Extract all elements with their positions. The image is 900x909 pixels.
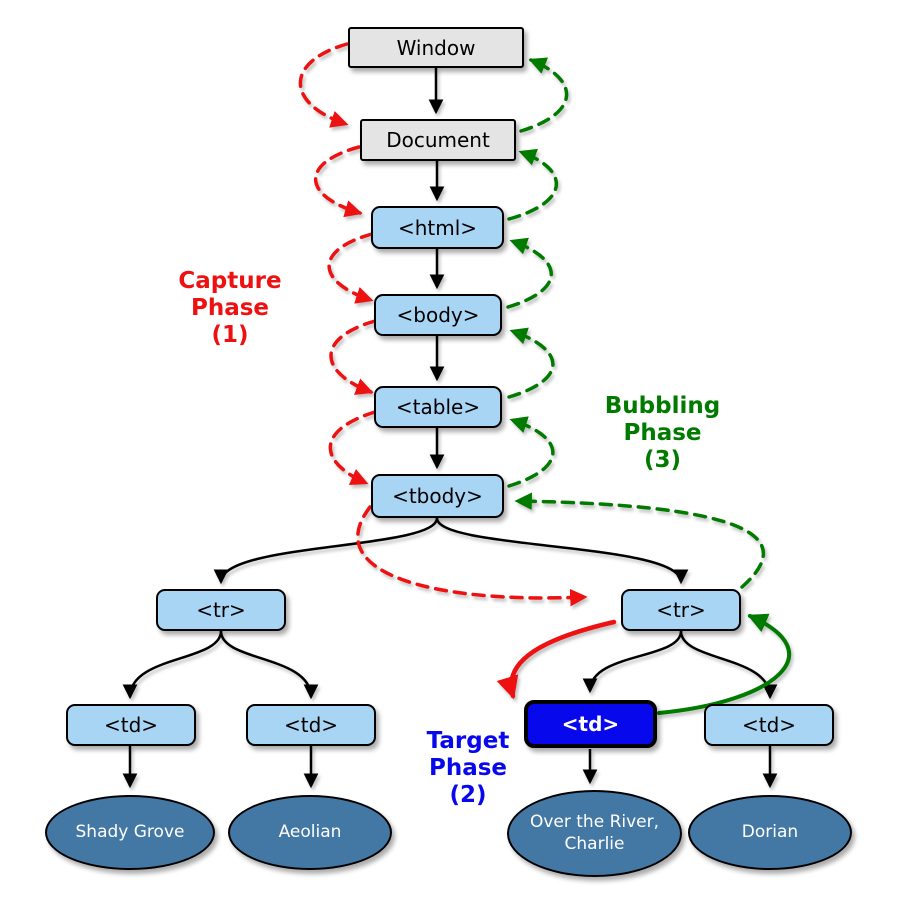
node-td-4: <td> (704, 704, 834, 746)
edge-trright-tdtarget (582, 630, 683, 694)
node-document: Document (360, 119, 516, 161)
edge-trleft-td1 (122, 630, 223, 700)
bubbling-phase-line2: Phase (623, 420, 702, 447)
bubbling-phase-line3: (3) (643, 447, 682, 474)
target-phase-label: Target Phase (2) (388, 728, 548, 809)
target-phase-line1: Target (426, 728, 510, 754)
bubbling-phase-line1: Bubbling (604, 393, 721, 419)
node-td-1: <td> (66, 704, 196, 746)
node-html: <html> (371, 206, 504, 249)
capture-arc-body-table (329, 319, 377, 395)
node-tbody: <tbody> (371, 474, 504, 518)
node-table: <table> (374, 386, 502, 428)
edge-trleft-td2 (219, 630, 319, 700)
bubbling-arc-html-document (507, 148, 559, 221)
node-window: Window (348, 27, 524, 68)
target-phase-line2: Phase (428, 755, 508, 782)
edge-tbody-tr-left (213, 517, 439, 585)
capture-arc-html-body (327, 232, 374, 304)
capture-arrow-tr-td-target (496, 619, 617, 700)
node-body: <body> (374, 294, 502, 336)
leaf-aeolian: Aeolian (228, 795, 392, 870)
capture-arc-document-html (314, 145, 363, 218)
capture-phase-line1: Capture (178, 268, 282, 294)
node-td-target: <td> (524, 700, 657, 748)
node-tr-left: <tr> (156, 589, 286, 631)
capture-arc-tbody-tr (356, 505, 588, 607)
bubbling-arc-document-window (519, 57, 569, 133)
node-tr-right: <tr> (621, 589, 741, 631)
bubbling-arc-tbody-table (507, 416, 555, 488)
bubbling-arrow-td-tr (657, 613, 791, 715)
leaf-shady-grove: Shady Grove (45, 795, 215, 870)
leaf-over-the-river-charlie: Over the River, Charlie (507, 790, 682, 877)
bubbling-phase-label: Bubbling Phase (3) (580, 393, 745, 474)
leaf-dorian: Dorian (688, 795, 852, 870)
capture-arc-table-tbody (328, 410, 377, 486)
target-phase-line3: (2) (449, 782, 487, 809)
bubbling-arc-table-body (507, 327, 555, 399)
edge-tbody-tr-right (435, 517, 689, 585)
bubbling-arc-body-html (506, 237, 553, 309)
node-td-2: <td> (246, 704, 376, 746)
capture-arc-window-document (298, 42, 349, 128)
capture-phase-line2: Phase (190, 295, 270, 322)
bubbling-arc-tr-tbody (514, 492, 766, 589)
capture-phase-label: Capture Phase (1) (150, 268, 310, 349)
capture-phase-line3: (1) (211, 322, 249, 349)
